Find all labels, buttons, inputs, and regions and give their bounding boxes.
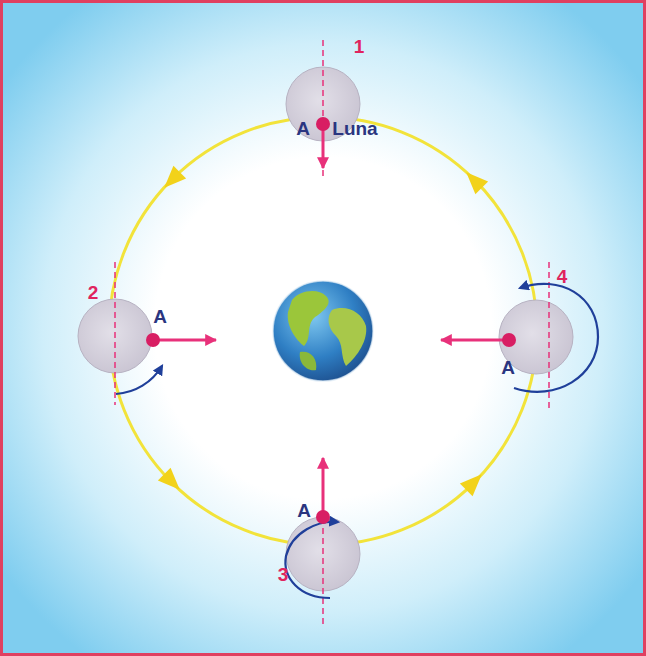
callout-number: 1: [354, 37, 365, 56]
callout-number: 3: [278, 565, 289, 584]
moon-label: Luna: [332, 119, 377, 138]
point-a-dots: [146, 117, 516, 524]
point-label: A: [297, 501, 311, 520]
rotation-arrows: [116, 284, 598, 598]
earth: [273, 281, 373, 381]
axis-lines: [115, 40, 549, 625]
point-label: A: [296, 119, 310, 138]
point-label: A: [501, 358, 515, 377]
point-label: A: [153, 307, 167, 326]
gravity-arrows: [155, 130, 507, 513]
callout-number: 4: [557, 267, 568, 286]
orbit: [109, 117, 537, 545]
callout-number: 2: [88, 283, 99, 302]
moons: [78, 67, 573, 591]
orbit-arrows: [158, 166, 488, 496]
